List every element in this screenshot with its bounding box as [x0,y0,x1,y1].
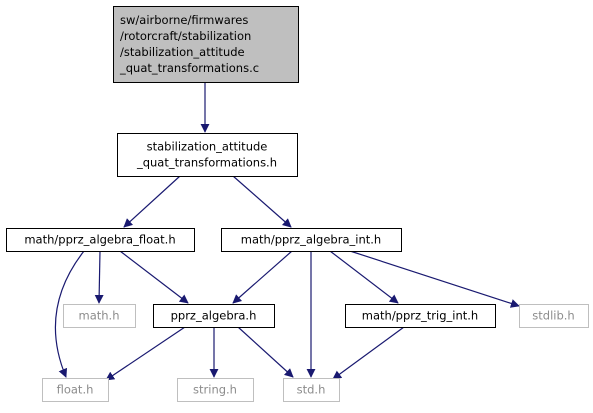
edge-header-to-algebra_float [123,175,181,228]
node-box [63,304,136,328]
node-box [345,304,496,328]
edge-algebra_int-to-stdlib_h [349,250,520,308]
node-label-line: _quat_transformations.h [136,156,277,170]
node-label-line: math/pprz_algebra_int.h [241,233,381,247]
node-label-line: math/pprz_trig_int.h [362,309,478,323]
edge-header-to-algebra_int [232,175,292,228]
node-trig-int[interactable]: math/pprz_trig_int.h [345,304,496,328]
node-string-h[interactable]: string.h [177,378,254,402]
node-label-line: stabilization_attitude [147,140,268,154]
node-algebra-float[interactable]: math/pprz_algebra_float.h [6,228,195,252]
node-label-line: float.h [57,383,94,397]
nodes-layer: sw/airborne/firmwares/rotorcraft/stabili… [6,6,589,402]
edge-algebra_int-to-trig_int [329,250,399,304]
node-box [283,378,340,402]
node-box [519,304,589,328]
node-box [113,6,299,83]
node-label-line: std.h [297,383,326,397]
edge-algebra_float-to-math_h [94,250,104,304]
edge-algebra_int-to-pprz_algebra [232,250,293,304]
node-label-line: math/pprz_algebra_float.h [24,233,175,247]
edge-algebra_float-to-float_h [54,250,85,378]
edge-pprz_algebra-to-std_h [237,326,294,378]
node-label-line: sw/airborne/firmwares [120,13,248,27]
node-algebra-int[interactable]: math/pprz_algebra_int.h [221,228,402,252]
node-label-line: _quat_transformations.c [119,61,259,75]
node-std-h[interactable]: std.h [283,378,340,402]
node-box [153,304,275,328]
node-label-line: math.h [79,309,120,323]
node-box [117,133,298,177]
node-label-line: pprz_algebra.h [171,309,257,323]
edge-algebra_float-to-pprz_algebra [119,250,189,304]
node-box [221,228,402,252]
node-label-line: /stabilization_attitude [120,45,245,59]
node-label-line: stdlib.h [532,309,574,323]
node-header[interactable]: stabilization_attitude _quat_transformati… [117,133,298,177]
node-box [177,378,254,402]
node-float-h[interactable]: float.h [42,378,109,402]
node-box [6,228,195,252]
edge-trig_int-to-std_h [332,326,405,380]
node-label-line: string.h [193,383,237,397]
node-pprz-algebra[interactable]: pprz_algebra.h [153,304,275,328]
edge-pprz_algebra-to-float_h [105,326,186,381]
node-stdlib-h[interactable]: stdlib.h [519,304,589,328]
node-math-h[interactable]: math.h [63,304,136,328]
node-root[interactable]: sw/airborne/firmwares/rotorcraft/stabili… [113,6,299,83]
node-label-line: /rotorcraft/stabilization [120,29,251,43]
node-box [42,378,109,402]
edges-layer [54,82,520,381]
